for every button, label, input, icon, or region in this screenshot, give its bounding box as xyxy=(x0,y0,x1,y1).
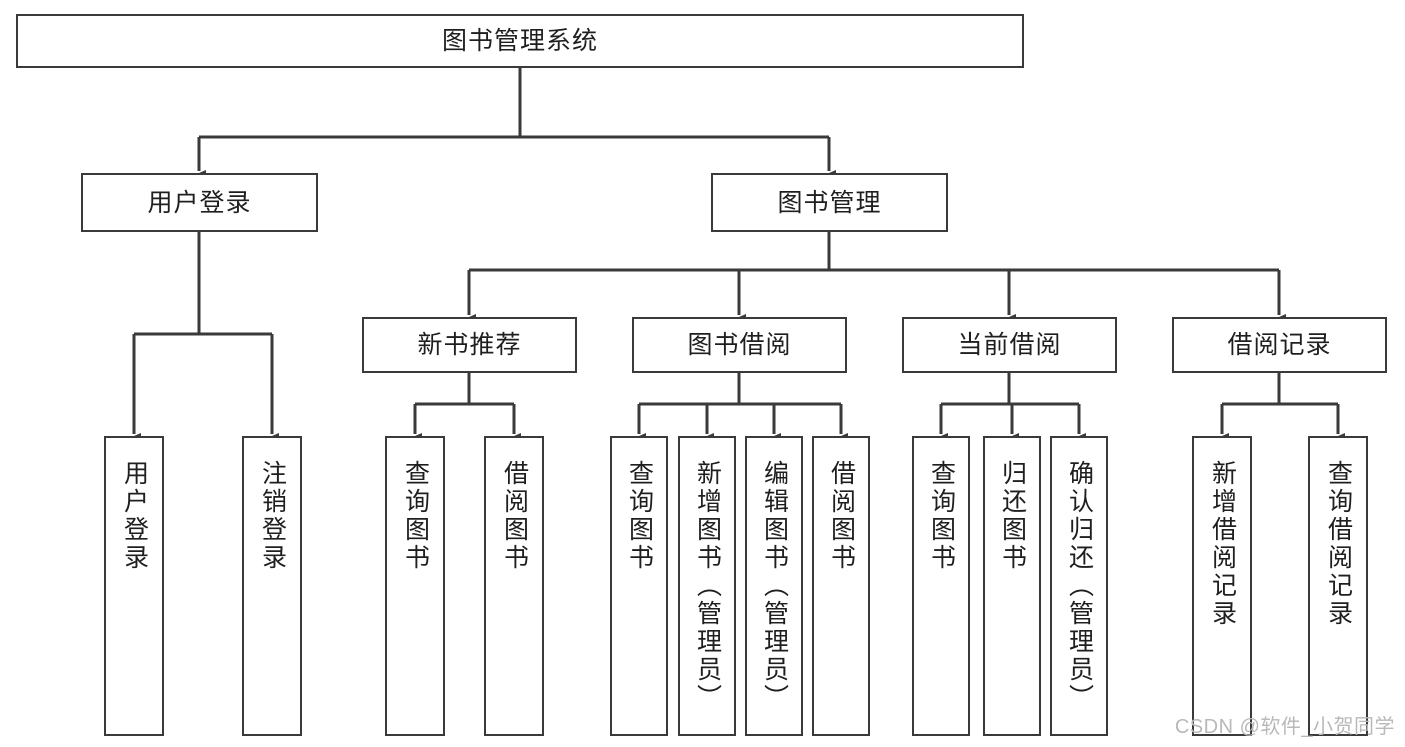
leaf-node-leaf-query-record: 查询借阅记录 xyxy=(1308,436,1368,736)
leaf-node-leaf-borrow-book-rec: 借阅图书 xyxy=(484,436,544,736)
node-label: 新书推荐 xyxy=(417,331,522,359)
node-label: 归还图书 xyxy=(998,460,1027,572)
node-label: 图书管理 xyxy=(777,188,882,217)
node-label: 查询借阅记录 xyxy=(1324,460,1353,628)
level2-node-user-login: 用户登录 xyxy=(81,173,318,232)
leaf-node-leaf-edit-book: 编辑图书（管理员） xyxy=(745,436,803,736)
level2-node-book-manage: 图书管理 xyxy=(711,173,948,232)
node-label: 新增借阅记录 xyxy=(1208,460,1237,628)
level3-node-new-book-rec: 新书推荐 xyxy=(362,317,577,373)
root-node-root: 图书管理系统 xyxy=(16,14,1024,68)
leaf-node-leaf-confirm-return: 确认归还（管理员） xyxy=(1050,436,1108,736)
leaf-node-leaf-return-book: 归还图书 xyxy=(983,436,1041,736)
watermark-text: CSDN @软件_小贺同学 xyxy=(1174,716,1395,738)
level3-node-book-borrow: 图书借阅 xyxy=(632,317,847,373)
leaf-node-leaf-query-book-rec: 查询图书 xyxy=(385,436,445,736)
node-label: 编辑图书（管理员） xyxy=(760,460,789,712)
node-label: 借阅图书 xyxy=(500,460,529,572)
node-label: 图书管理系统 xyxy=(441,27,598,55)
leaf-node-leaf-user-login: 用户登录 xyxy=(104,436,164,736)
level3-node-current-borrow: 当前借阅 xyxy=(902,317,1117,373)
leaf-node-leaf-borrow-book: 借阅图书 xyxy=(812,436,870,736)
node-label: 确认归还（管理员） xyxy=(1065,460,1094,712)
leaf-node-leaf-add-book: 新增图书（管理员） xyxy=(678,436,736,736)
leaf-node-leaf-add-record: 新增借阅记录 xyxy=(1192,436,1252,736)
leaf-node-leaf-query-book-borrow: 查询图书 xyxy=(610,436,668,736)
node-label: 查询图书 xyxy=(625,460,654,572)
node-label: 借阅记录 xyxy=(1227,331,1332,359)
node-label: 借阅图书 xyxy=(827,460,856,572)
node-label: 用户登录 xyxy=(120,460,149,572)
node-label: 当前借阅 xyxy=(957,331,1062,359)
node-label: 查询图书 xyxy=(927,460,956,572)
node-label: 图书借阅 xyxy=(687,331,792,359)
node-label: 新增图书（管理员） xyxy=(693,460,722,712)
node-label: 查询图书 xyxy=(401,460,430,572)
level3-node-borrow-record: 借阅记录 xyxy=(1172,317,1387,373)
leaf-node-leaf-query-book-cur: 查询图书 xyxy=(912,436,970,736)
leaf-node-leaf-logout: 注销登录 xyxy=(242,436,302,736)
node-label: 注销登录 xyxy=(258,460,287,572)
node-label: 用户登录 xyxy=(147,188,252,217)
